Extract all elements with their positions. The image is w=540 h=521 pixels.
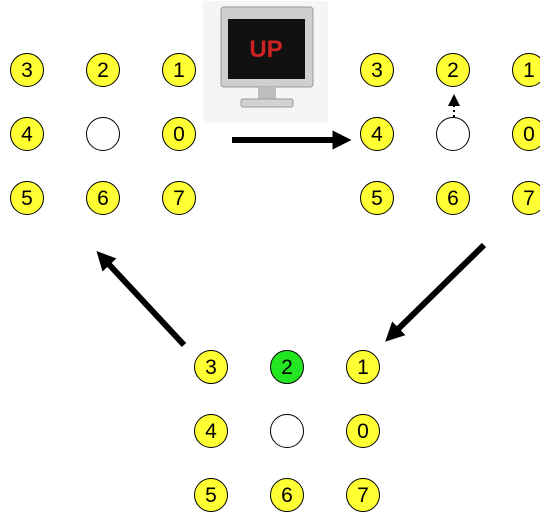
neighbor-node-6: 6: [270, 478, 304, 512]
center-node: [86, 117, 120, 151]
center-node: [436, 117, 470, 151]
neighbor-node-2: 2: [436, 53, 470, 87]
neighbor-node-2: 2: [270, 350, 304, 384]
neighbor-node-5: 5: [360, 181, 394, 215]
neighbor-node-3: 3: [10, 53, 44, 87]
neighbor-node-5: 5: [194, 478, 228, 512]
down-left-arrow: [385, 242, 487, 342]
monitor-icon: UP: [203, 1, 328, 123]
neighbor-node-7: 7: [512, 181, 540, 215]
neighbor-node-6: 6: [86, 181, 120, 215]
neighbor-node-2: 2: [86, 53, 120, 87]
neighbor-node-4: 4: [10, 117, 44, 151]
neighbor-node-1: 1: [346, 350, 380, 384]
neighbor-node-1: 1: [512, 53, 540, 87]
neighbor-node-4: 4: [360, 117, 394, 151]
neighbor-node-0: 0: [512, 117, 540, 151]
center-node: [270, 414, 304, 448]
neighbor-node-7: 7: [346, 478, 380, 512]
neighbor-node-5: 5: [10, 181, 44, 215]
neighbor-node-0: 0: [346, 414, 380, 448]
neighbor-node-0: 0: [162, 117, 196, 151]
neighbor-node-7: 7: [162, 181, 196, 215]
neighbor-node-3: 3: [360, 53, 394, 87]
neighbor-node-3: 3: [194, 350, 228, 384]
monitor-label: UP: [249, 36, 282, 63]
neighbor-node-4: 4: [194, 414, 228, 448]
neighbor-node-1: 1: [162, 53, 196, 87]
neighbor-node-6: 6: [436, 181, 470, 215]
up-left-arrow: [96, 250, 187, 348]
